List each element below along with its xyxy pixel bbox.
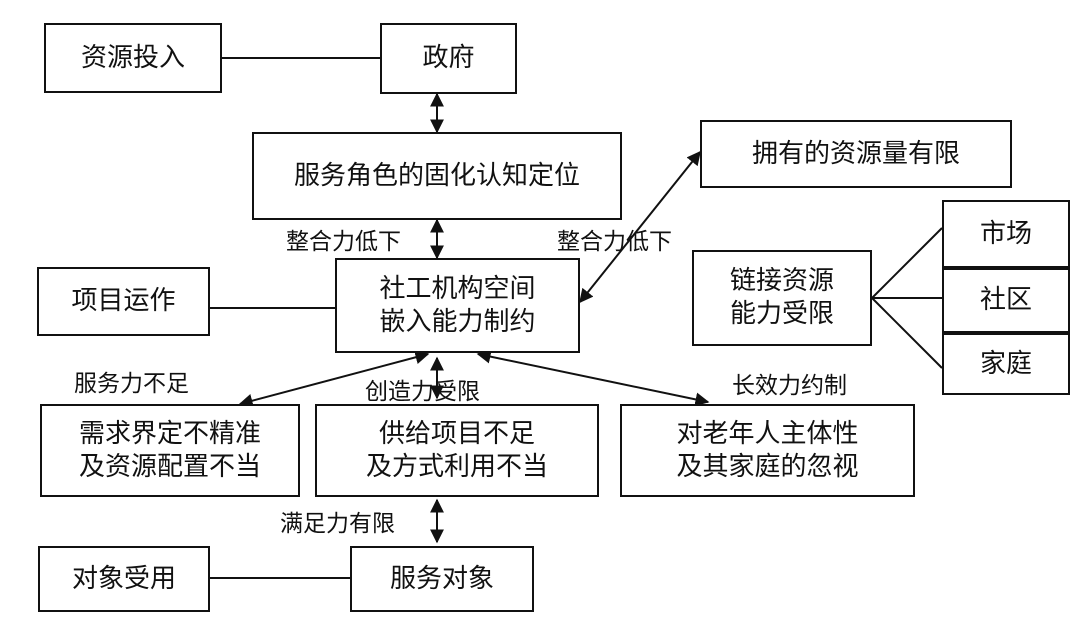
label-integration-left: 整合力低下 bbox=[286, 229, 401, 255]
node-object-use: 对象受用 bbox=[38, 546, 210, 612]
node-government: 政府 bbox=[380, 23, 517, 94]
arrow-core-needs bbox=[238, 350, 430, 408]
node-limited-resources: 拥有的资源量有限 bbox=[700, 120, 1012, 188]
node-link-resources: 链接资源 能力受限 bbox=[692, 250, 872, 346]
arrow-core-resources bbox=[579, 150, 701, 304]
node-elderly: 对老年人主体性 及其家庭的忽视 bbox=[620, 404, 915, 497]
link-hub-market bbox=[871, 227, 943, 299]
node-project-operation: 项目运作 bbox=[37, 267, 210, 336]
node-community: 社区 bbox=[942, 268, 1070, 333]
label-long-term-restricted: 长效力约制 bbox=[732, 373, 847, 399]
node-family: 家庭 bbox=[942, 333, 1070, 395]
label-satisfaction-limited: 满足力有限 bbox=[280, 511, 395, 537]
arrow-core-elderly bbox=[476, 349, 710, 407]
label-creativity-limited: 创造力受限 bbox=[365, 379, 480, 405]
node-needs: 需求界定不精准 及资源配置不当 bbox=[40, 404, 300, 497]
label-integration-right: 整合力低下 bbox=[557, 229, 672, 255]
node-core-constraint: 社工机构空间 嵌入能力制约 bbox=[335, 258, 580, 353]
link-hub-family bbox=[871, 297, 943, 369]
node-market: 市场 bbox=[942, 200, 1070, 268]
node-service-object: 服务对象 bbox=[350, 546, 534, 612]
label-service-insufficient: 服务力不足 bbox=[74, 371, 189, 397]
node-resource-input: 资源投入 bbox=[44, 23, 222, 93]
node-role-cognition: 服务角色的固化认知定位 bbox=[252, 132, 622, 220]
node-supply: 供给项目不足 及方式利用不当 bbox=[315, 404, 599, 497]
